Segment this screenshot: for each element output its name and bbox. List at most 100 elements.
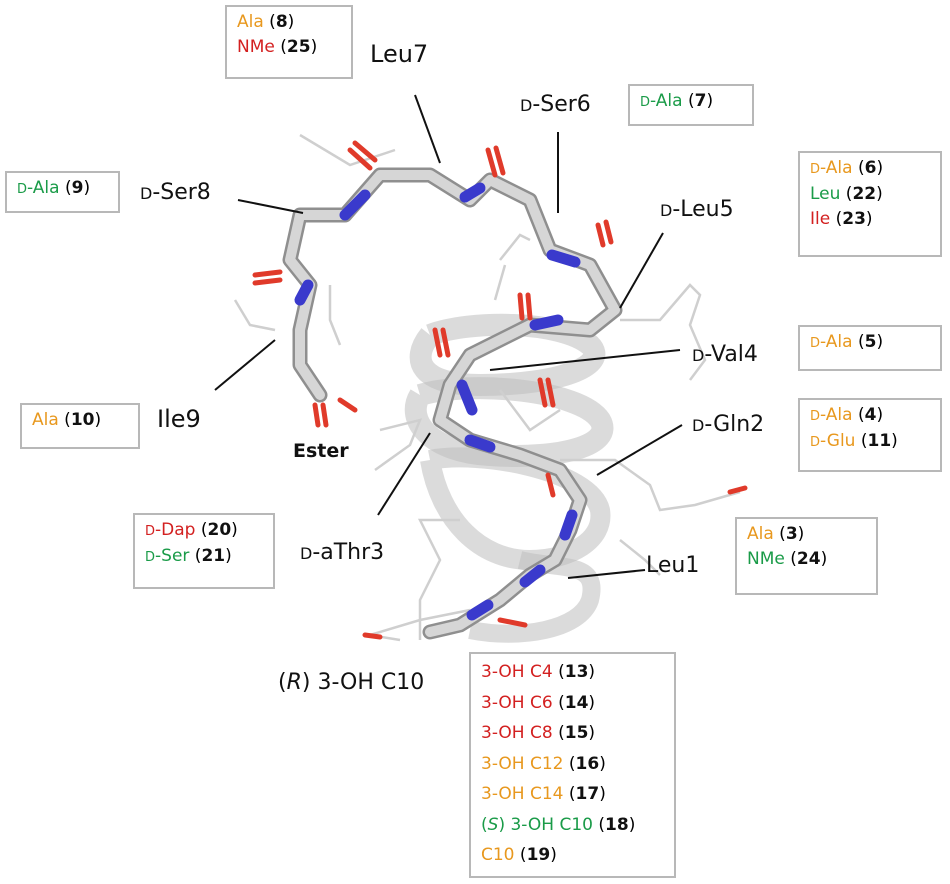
variant-num: 16	[575, 753, 600, 774]
variant-name: Leu	[810, 184, 841, 204]
label-dgln2: D-Gln2	[692, 412, 764, 437]
variant-num: 9	[71, 178, 84, 198]
variant-name: Ala	[32, 410, 59, 430]
label-dser6: D-Ser6	[520, 92, 591, 117]
label-fatty-acid: (R) 3-OH C10	[278, 670, 424, 695]
d-prefix: D	[660, 201, 673, 220]
variant-num: 15	[564, 723, 589, 743]
variant-num: 11	[867, 431, 892, 451]
variant-row: 3-OH C6 (14)	[481, 692, 596, 713]
side-chains	[233, 133, 741, 642]
label-ester: Ester	[293, 440, 349, 462]
variant-name: 3-OH C12	[481, 753, 564, 774]
variant-row: D-Ala (6)	[810, 158, 884, 178]
oxygen-atoms	[252, 140, 748, 640]
variant-name: -Ala	[820, 405, 853, 425]
variant-name: 3-OH C14	[481, 784, 564, 804]
variant-name: -Ala	[27, 178, 60, 198]
variant-pre: D	[810, 162, 821, 177]
variant-name: 3-OH C4	[481, 662, 553, 682]
variant-row: D-Ala (5)	[810, 332, 884, 352]
variant-num: 19	[526, 845, 551, 865]
variant-name: -Glu	[820, 431, 856, 451]
variant-name: (	[481, 814, 488, 835]
label-dleu5: D-Leu5	[660, 197, 734, 222]
residue-name: -Ser8	[152, 180, 211, 205]
d-prefix: D	[520, 96, 533, 115]
variant-name: -Dap	[155, 520, 196, 540]
variant-row: D-Ser (21)	[145, 546, 232, 566]
variant-stereo: S	[487, 814, 499, 835]
box-dgln2-variants: D-Ala (4)D-Glu (11)	[798, 398, 942, 472]
variant-row: D-Ala (4)	[810, 405, 884, 425]
variant-pre: D	[145, 550, 156, 565]
variant-num: 25	[286, 37, 311, 57]
residue-name: -Val4	[704, 342, 758, 367]
variant-num: 23	[842, 209, 866, 229]
variant-row: 3-OH C12 (16)	[481, 753, 606, 774]
variant-pre: D	[810, 336, 821, 351]
variant-row: Leu (22)	[810, 184, 883, 204]
label-ile9: Ile9	[157, 405, 201, 433]
d-prefix: D	[692, 416, 705, 435]
variant-row: NMe (24)	[747, 549, 828, 569]
variant-name: -Ala	[650, 91, 683, 111]
variant-row: Ile (23)	[810, 209, 873, 229]
variant-pre: D	[640, 95, 651, 110]
box-leu1-variants: Ala (3) NMe (24)	[735, 517, 878, 595]
label-leu7: Leu7	[370, 40, 429, 68]
variant-row: 3-OH C4 (13)	[481, 662, 596, 682]
label-leu1: Leu1	[646, 553, 700, 578]
paren-close: )	[301, 670, 311, 695]
variant-num: 17	[575, 784, 600, 804]
box-dser6-variants: D-Ala (7)	[628, 84, 754, 126]
variant-num: 13	[564, 662, 589, 682]
box-dathr3-variants: D-Dap (20) D-Ser (21)	[133, 513, 275, 589]
variant-pre: D	[145, 524, 156, 539]
variant-row: D-Ala (7)	[640, 91, 714, 111]
variant-pre: D	[810, 409, 821, 424]
box-fatty-acid-variants: 3-OH C4 (13)3-OH C6 (14)3-OH C8 (15)3-OH…	[469, 652, 676, 878]
box-ile9-variants: Ala (10)	[20, 403, 140, 449]
variant-row: Ala (3)	[747, 524, 805, 544]
variant-name: 3-OH C6	[481, 692, 553, 713]
box-dval4-variants: D-Ala (5)	[798, 325, 942, 371]
variant-row: 3-OH C8 (15)	[481, 723, 596, 743]
leader-lines	[214, 94, 683, 579]
nitrogen-atoms	[294, 182, 581, 621]
residue-name: -Gln2	[704, 412, 765, 437]
variant-num: 14	[564, 692, 589, 713]
box-dser8-variants: D-Ala (9)	[5, 171, 120, 213]
variant-tail: ) 3-OH C10	[498, 814, 593, 835]
variant-name: NMe	[237, 37, 275, 57]
variant-row: C10 (19)	[481, 845, 557, 865]
label-dser8: D-Ser8	[140, 180, 211, 205]
variant-num: 8	[275, 12, 288, 32]
box-dleu5-variants: D-Ala (6) Leu (22) Ile (23)	[798, 151, 942, 257]
variant-name: NMe	[747, 549, 785, 569]
variant-pre: D	[810, 435, 821, 450]
stereo-descriptor: R	[286, 670, 302, 695]
variant-name: Ala	[747, 524, 774, 544]
variant-row: (S) 3-OH C10 (18)	[481, 814, 636, 835]
variant-num: 18	[605, 814, 629, 835]
variant-num: 22	[852, 184, 877, 204]
residue-name: -aThr3	[312, 540, 385, 565]
d-prefix: D	[300, 544, 313, 563]
variant-num: 21	[201, 546, 226, 566]
label-dval4: D-Val4	[692, 342, 758, 367]
variant-num: 20	[207, 520, 232, 540]
variant-num: 7	[694, 91, 707, 111]
residue-name: -Ser6	[532, 92, 591, 117]
variant-row: NMe (25)	[237, 37, 318, 57]
d-prefix: D	[692, 346, 705, 365]
variant-row: D-Dap (20)	[145, 520, 238, 540]
variant-num: 3	[785, 524, 798, 544]
variant-name: -Ser	[155, 546, 195, 566]
variant-num: 10	[70, 410, 95, 430]
d-prefix: D	[140, 184, 153, 203]
variant-name: 3-OH C8	[481, 723, 553, 743]
variant-name: Ile	[810, 209, 831, 229]
